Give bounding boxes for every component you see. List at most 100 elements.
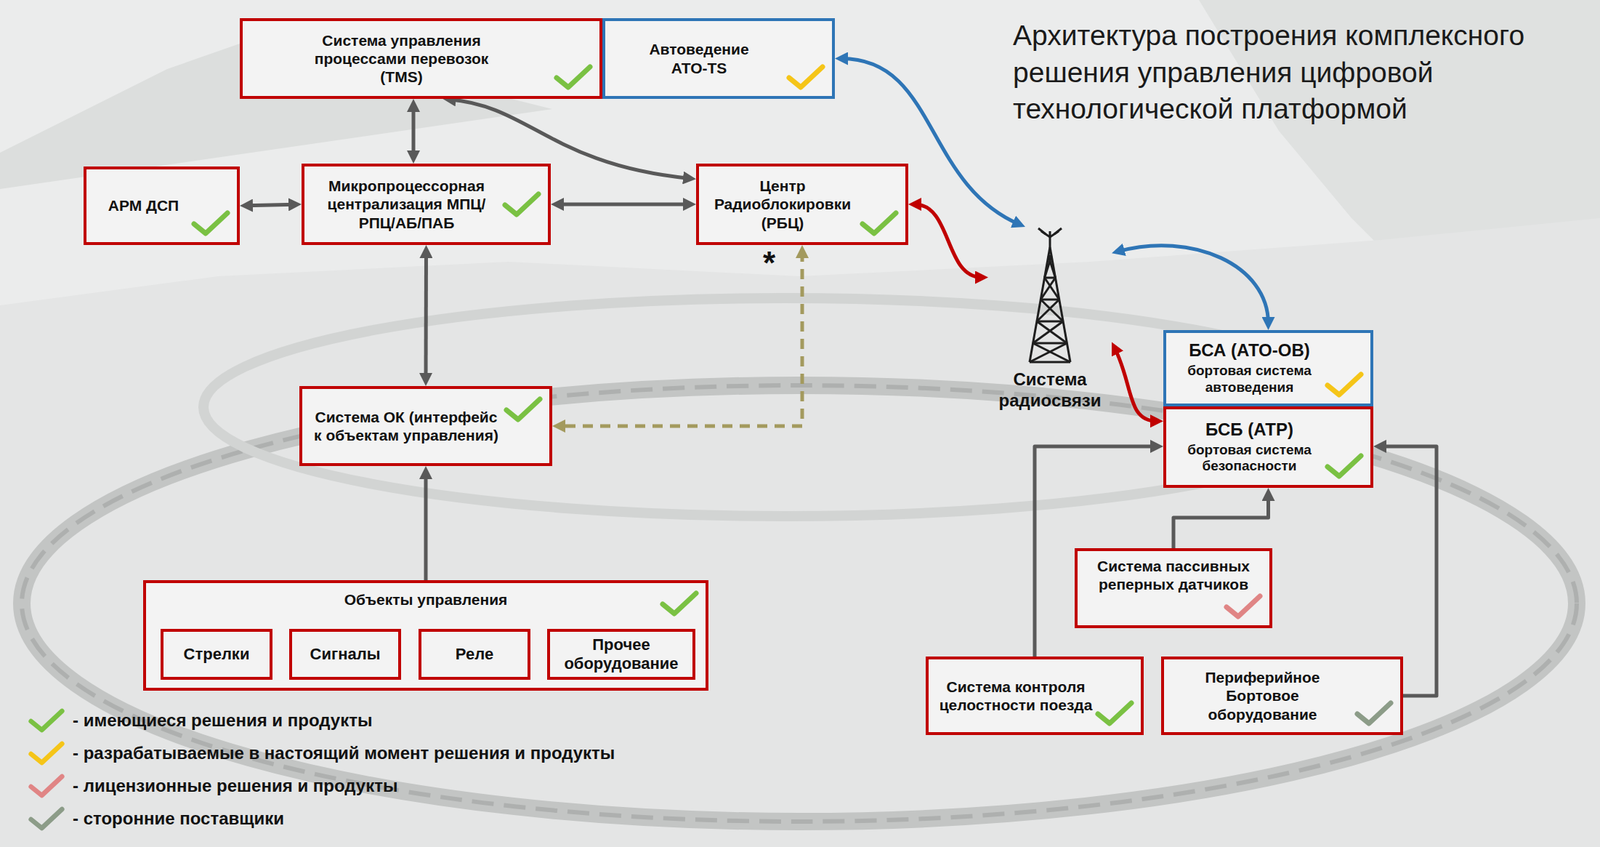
legend-text: - имеющиеся решения и продукты [72, 709, 373, 731]
status-check-mark [190, 208, 232, 238]
legend-swatch [27, 738, 66, 767]
status-check-mark [501, 189, 543, 219]
legend-swatch [27, 706, 66, 734]
status-check-mark [502, 394, 544, 424]
legend-row: - лицензионные решения и продукты [27, 771, 398, 800]
connector [424, 251, 429, 380]
connector [424, 472, 428, 580]
node-label: Система радиосвязи [991, 369, 1109, 412]
legend-text: - разрабатываемые в настоящий момент реш… [72, 742, 615, 763]
status-check-mark [1222, 591, 1264, 621]
tower-strut [1029, 342, 1067, 362]
connector [246, 204, 296, 206]
check-stroke [31, 743, 63, 763]
process-box: Система управления процессами перевозок … [239, 18, 603, 99]
node-label: Стрелки [183, 644, 250, 664]
process-box: Система ОК (интерфейс к объектам управле… [299, 385, 553, 466]
process-box: Система пассивных реперных датчиков [1074, 547, 1273, 628]
node-label: Система контроля целостности поезда [935, 677, 1096, 714]
check-stroke [31, 710, 63, 730]
tower-strut [1040, 277, 1056, 300]
connector [914, 204, 982, 278]
tower-strut [1036, 321, 1067, 343]
radio-system-node: Система радиосвязи [988, 226, 1112, 429]
process-box: Периферийное Бортовое оборудование [1161, 656, 1404, 735]
tower-strut [1054, 228, 1062, 234]
process-box: Автоведение АТО-TS [602, 18, 835, 99]
connector [1114, 348, 1157, 422]
node-label: Микропроцессорная централизация МПЦ/РПЦ/… [316, 176, 498, 232]
tower-strut [1040, 299, 1064, 322]
status-check-mark [785, 62, 827, 92]
node-label: Центр Радиоблокировки (РБЦ) [707, 176, 858, 232]
node-label: Периферийное Бортовое оборудование [1193, 667, 1332, 723]
legend-swatch [27, 804, 66, 832]
status-check-mark [1323, 369, 1365, 399]
process-box: Объекты управленияСтрелки Сигналы Реле Проч… [143, 579, 709, 691]
tower-strut [1029, 361, 1071, 364]
component-box: Сигналы [289, 628, 402, 680]
check-stroke [194, 212, 228, 234]
tower-strut [1033, 321, 1064, 343]
status-check-mark [1094, 698, 1135, 728]
process-box: Система контроля целостности поезда [925, 656, 1144, 735]
component-box: Реле [418, 628, 531, 680]
check-stroke [862, 212, 896, 234]
tower-strut [1044, 255, 1053, 278]
legend-row: - разрабатываемые в настоящий момент реш… [27, 738, 615, 767]
legend-row: - имеющиеся решения и продукты [27, 706, 373, 734]
legend-text: - лицензионные решения и продукты [72, 775, 398, 796]
process-box: Центр Радиоблокировки (РБЦ) [696, 163, 909, 245]
node-label: Сигналы [310, 644, 381, 664]
check-stroke [789, 66, 823, 88]
process-box: БСБ (АТР)бортовая система безопасности [1163, 406, 1374, 488]
check-stroke [504, 194, 539, 215]
node-label: Система управления процессами перевозок … [296, 31, 508, 87]
radio-tower-icon [1013, 226, 1087, 365]
check-stroke [506, 398, 540, 420]
tower-strut [1038, 228, 1046, 234]
status-check-mark [659, 588, 700, 618]
tower-strut [1036, 320, 1064, 323]
node-label: АРМ ДСП [108, 196, 179, 215]
check-stroke [1226, 595, 1260, 617]
node-label: Система ОК (интерфейс к объектам управле… [310, 407, 502, 444]
node-label: Прочее оборудование [554, 635, 689, 674]
check-stroke [1357, 702, 1391, 723]
status-check-mark [1353, 698, 1395, 728]
node-label: Объекты управления [344, 590, 508, 609]
tower-strut [1036, 299, 1060, 322]
check-stroke [556, 66, 591, 88]
connector [1173, 494, 1269, 548]
node-label: Автоведение АТО-TS [629, 39, 769, 77]
tower-strut [1049, 231, 1052, 248]
connector [557, 202, 690, 207]
legend-row: - сторонние поставщики [27, 804, 285, 832]
legend-text: - сторонние поставщики [72, 807, 285, 829]
tower-strut [1033, 342, 1071, 362]
check-stroke [31, 808, 63, 828]
process-box: БСА (АТО-ОВ)бортовая система автоведения [1163, 329, 1374, 407]
check-stroke [662, 592, 697, 614]
check-stroke [1097, 702, 1132, 723]
status-check-mark [552, 62, 594, 92]
process-box: АРМ ДСП [83, 166, 240, 245]
node-label: БСБ (АТР) [1205, 419, 1294, 441]
legend-swatch [27, 771, 66, 800]
component-box: Прочее оборудование [547, 628, 696, 680]
status-check-mark [858, 208, 900, 238]
process-box: Микропроцессорная централизация МПЦ/РПЦ/… [301, 163, 551, 245]
tower-strut [1040, 298, 1060, 301]
component-box: Стрелки [160, 628, 273, 680]
check-stroke [31, 776, 63, 795]
tower-strut [1033, 342, 1068, 345]
node-label: БСА (АТО-ОВ) [1188, 340, 1311, 362]
check-stroke [1327, 374, 1361, 395]
node-sublabel: бортовая система безопасности [1174, 441, 1324, 476]
connector [1118, 245, 1269, 324]
status-check-mark [1323, 451, 1365, 481]
node-label: Система пассивных реперных датчиков [1086, 556, 1261, 593]
node-label: Реле [455, 644, 494, 664]
diagram-title: Архитектура построения комплексного реше… [1012, 17, 1595, 128]
footnote-marker: * [762, 247, 776, 280]
